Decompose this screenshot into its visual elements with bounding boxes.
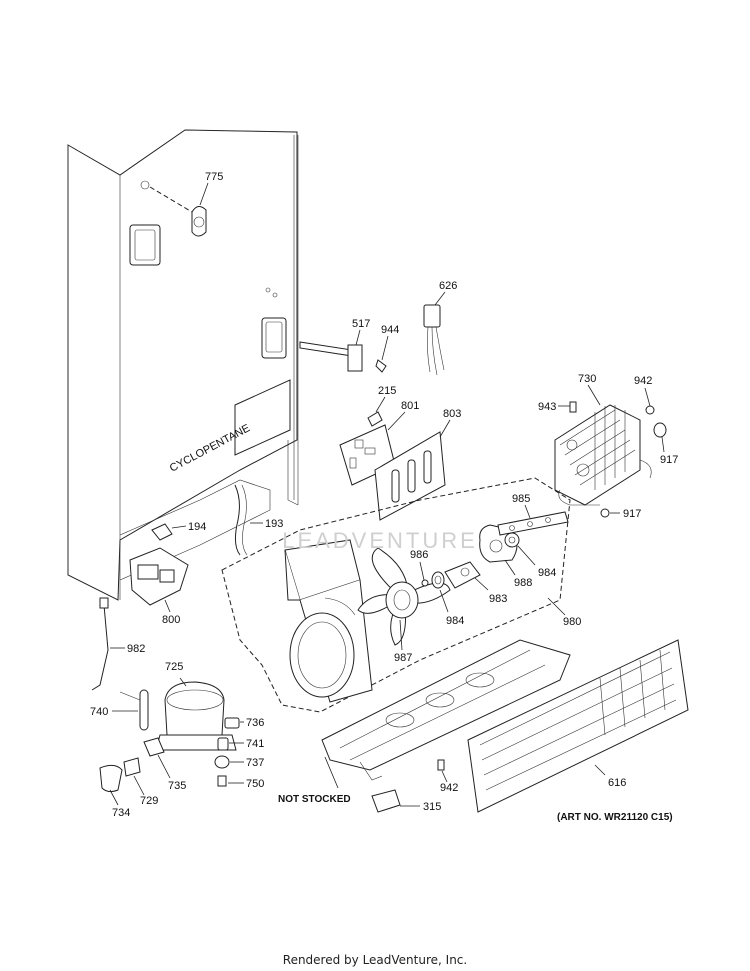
label-917-lower: 917	[623, 508, 641, 520]
label-980: 980	[563, 616, 581, 628]
art-number: (ART NO. WR21120 C15)	[557, 812, 673, 823]
label-803: 803	[443, 408, 461, 420]
part-917-grommet-lower[interactable]	[600, 508, 620, 518]
label-917-upper: 917	[660, 454, 678, 466]
part-982-tube[interactable]	[91, 597, 125, 691]
part-215-clip[interactable]	[367, 396, 386, 427]
part-942-screw-lower[interactable]	[437, 759, 448, 783]
label-729: 729	[140, 795, 158, 807]
label-737: 737	[246, 757, 264, 769]
label-985: 985	[512, 493, 530, 505]
cabinet-grille-upper	[129, 224, 161, 266]
part-725-compressor[interactable]	[155, 677, 237, 751]
part-980-fan-assembly-outline	[221, 477, 571, 713]
part-983-fan-motor[interactable]	[444, 561, 489, 591]
part-987-fan-blade[interactable]	[357, 547, 451, 651]
part-984-grommet-front[interactable]	[431, 571, 449, 613]
part-943-screw[interactable]	[558, 401, 577, 413]
part-194-clip[interactable]	[151, 523, 187, 541]
part-517-sensor-rod[interactable]	[299, 329, 363, 372]
part-775-ice-maker-hook[interactable]	[149, 182, 209, 237]
part-626-wire-harness[interactable]	[423, 291, 446, 376]
part-737-sleeve[interactable]	[214, 755, 244, 769]
label-984-rear: 984	[538, 567, 556, 579]
part-616-access-grille[interactable]	[467, 639, 689, 813]
label-988: 988	[514, 577, 532, 589]
label-944: 944	[381, 324, 399, 336]
label-725: 725	[165, 661, 183, 673]
label-626: 626	[439, 280, 457, 292]
label-984-front: 984	[446, 615, 464, 627]
cabinet-outlet	[261, 317, 287, 359]
part-942-nut-upper[interactable]	[644, 387, 655, 415]
label-942-lower: 942	[440, 782, 458, 794]
part-750-bolt[interactable]	[217, 775, 244, 787]
part-fan-shroud[interactable]	[284, 539, 373, 703]
part-986-washer[interactable]	[419, 561, 429, 587]
part-730-condenser-coil[interactable]	[554, 384, 652, 506]
footer-credit: Rendered by LeadVenture, Inc.	[282, 953, 468, 967]
label-741: 741	[246, 738, 264, 750]
part-315-clamp[interactable]	[371, 789, 420, 813]
part-800-start-device-bracket[interactable]	[129, 547, 189, 613]
part-base-pan[interactable]	[321, 639, 571, 789]
label-740: 740	[90, 706, 108, 718]
label-987: 987	[394, 652, 412, 664]
label-942-upper: 942	[634, 375, 652, 387]
label-750: 750	[246, 778, 264, 790]
label-517: 517	[352, 318, 370, 330]
watermark: LEADVENTURE	[282, 528, 478, 553]
part-736-clip[interactable]	[224, 717, 244, 729]
part-740-process-tube[interactable]	[112, 689, 149, 731]
label-616: 616	[608, 777, 626, 789]
cabinet-panel	[234, 379, 291, 456]
part-985-motor-bracket[interactable]	[497, 504, 569, 536]
label-735: 735	[168, 780, 186, 792]
label-315: 315	[423, 801, 441, 813]
label-730: 730	[578, 373, 596, 385]
label-986: 986	[410, 549, 428, 561]
part-803-board-cover[interactable]	[374, 419, 451, 521]
label-215: 215	[378, 385, 396, 397]
label-194: 194	[188, 521, 206, 533]
label-982: 982	[127, 643, 145, 655]
label-734: 734	[112, 807, 130, 819]
part-944-screw[interactable]	[375, 335, 389, 373]
label-193: 193	[265, 518, 283, 530]
part-193-drain-tube[interactable]	[234, 484, 263, 556]
refrigerator-cabinet: CYCLOPENTANE	[67, 129, 299, 601]
part-735-start-relay[interactable]	[143, 737, 171, 779]
label-775: 775	[205, 171, 223, 183]
label-801: 801	[401, 400, 419, 412]
part-741-grommet[interactable]	[217, 737, 244, 751]
label-983: 983	[489, 593, 507, 605]
part-917-grommet-upper[interactable]	[653, 422, 667, 453]
label-943: 943	[538, 401, 556, 413]
label-736: 736	[246, 717, 264, 729]
label-800: 800	[162, 614, 180, 626]
part-734-wire-cover[interactable]	[99, 764, 123, 806]
part-729-overload[interactable]	[123, 757, 145, 796]
not-stocked-note: NOT STOCKED	[278, 794, 351, 805]
